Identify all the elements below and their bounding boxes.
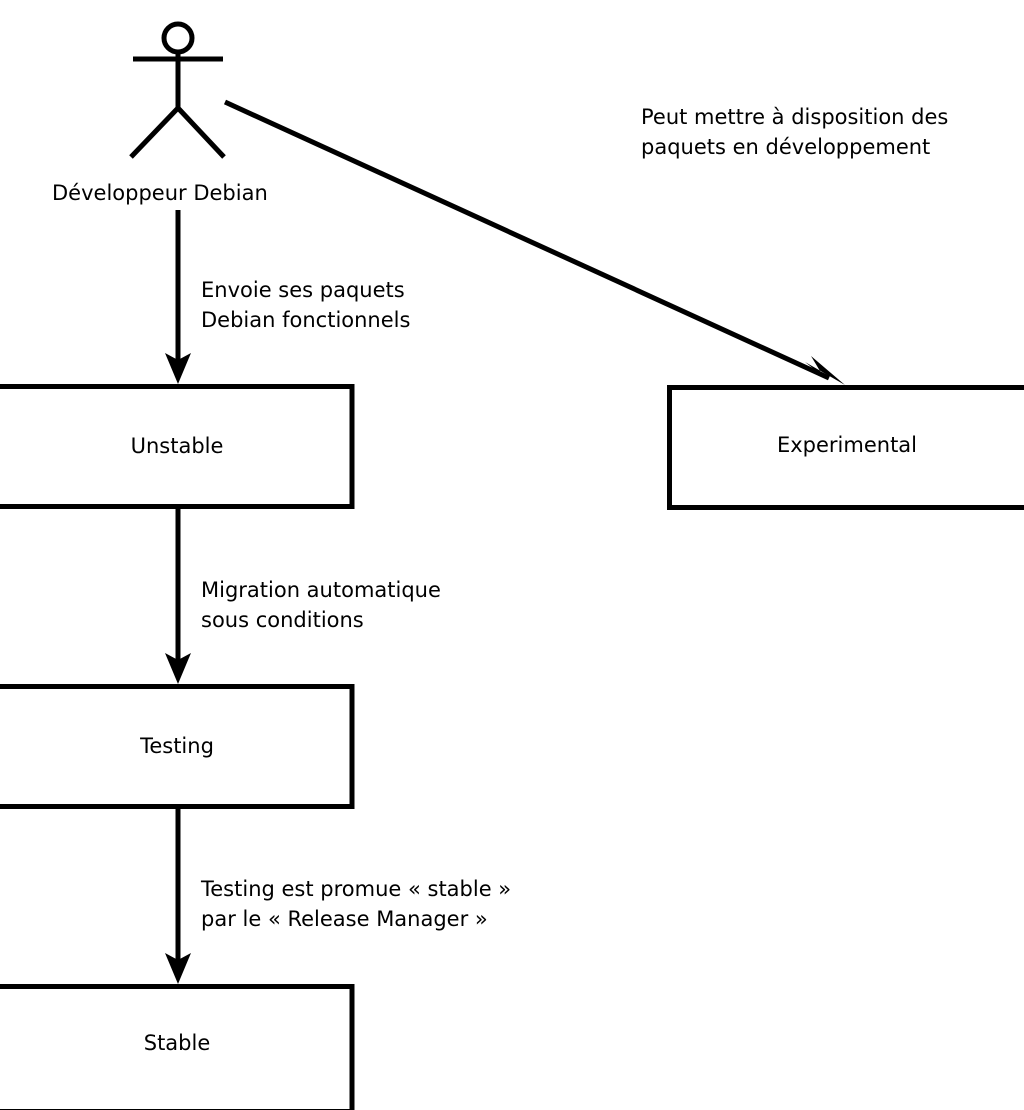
edge-unstable-to-testing-label-line2: sous conditions [201, 608, 364, 632]
edge-testing-to-stable-label-line2: par le « Release Manager » [201, 907, 488, 931]
node-experimental[interactable]: Experimental [667, 385, 1024, 510]
actor-label: Développeur Debian [52, 181, 268, 205]
node-stable[interactable]: Stable [0, 984, 355, 1110]
node-unstable[interactable]: Unstable [0, 384, 355, 509]
node-testing-label: Testing [139, 734, 214, 758]
edge-unstable-to-testing [165, 509, 191, 684]
edge-dev-to-unstable [165, 210, 191, 384]
actor-left-leg-icon [129, 106, 180, 159]
edge-dev-to-experimental-stem [223, 99, 831, 381]
stick-figure-actor-icon [129, 21, 226, 159]
edge-testing-to-stable-label-line1: Testing est promue « stable » [200, 877, 511, 901]
edge-dev-to-experimental-label-line1: Peut mettre à disposition des [641, 105, 948, 129]
node-unstable-label: Unstable [131, 434, 224, 458]
node-stable-label: Stable [144, 1031, 211, 1055]
node-experimental-label: Experimental [777, 433, 917, 457]
edge-dev-to-unstable-arrowhead [165, 353, 191, 384]
node-testing[interactable]: Testing [0, 684, 355, 809]
actor-right-leg-icon [176, 106, 226, 159]
edge-dev-to-experimental-label-line2: paquets en développement [641, 135, 930, 159]
node-stable-box[interactable] [0, 984, 355, 1110]
edge-dev-to-unstable-label-line2: Debian fonctionnels [201, 308, 410, 332]
edge-testing-to-stable [165, 809, 191, 984]
edge-dev-to-experimental [223, 99, 845, 385]
node-testing-box[interactable] [0, 684, 355, 809]
actor-head-icon [161, 21, 195, 55]
edge-unstable-to-testing-label-line1: Migration automatique [201, 578, 441, 602]
edge-testing-to-stable-arrowhead [165, 953, 191, 984]
edge-unstable-to-testing-arrowhead [165, 653, 191, 684]
node-unstable-box[interactable] [0, 384, 355, 509]
edge-dev-to-unstable-label-line1: Envoie ses paquets [201, 278, 405, 302]
node-experimental-box[interactable] [667, 385, 1024, 510]
edge-dev-to-experimental-arrowhead [805, 356, 845, 385]
